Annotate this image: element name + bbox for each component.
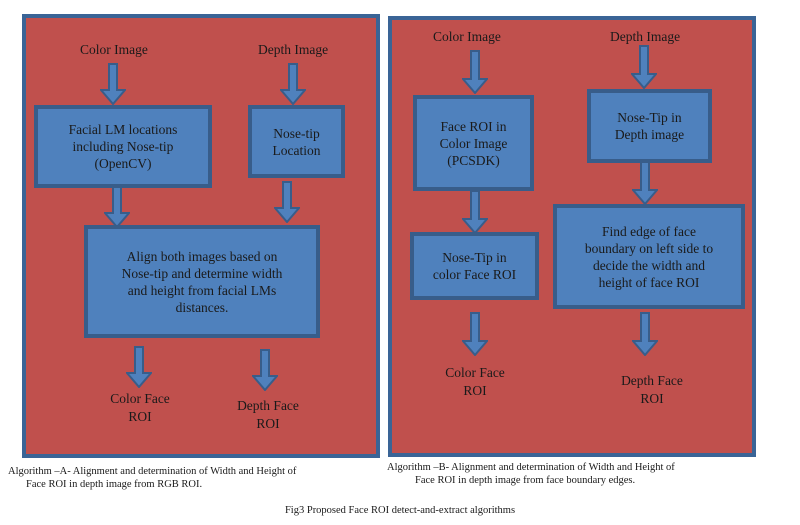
- arrow-down-icon: [462, 312, 488, 356]
- arrow-down-icon: [280, 63, 306, 105]
- arrow-down-icon: [632, 161, 658, 205]
- caption-algorithm-a: Algorithm –A- Alignment and determinatio…: [8, 466, 297, 490]
- arrow-down-icon: [100, 63, 126, 105]
- arrow-down-icon: [631, 45, 657, 89]
- arrow-down-icon: [104, 186, 130, 228]
- input-color-image-a: Color Image: [80, 42, 148, 57]
- arrow-down-icon: [252, 349, 278, 391]
- arrow-down-icon: [462, 190, 488, 234]
- input-color-image-b: Color Image: [433, 29, 501, 44]
- arrow-down-icon: [632, 312, 658, 356]
- figure-caption: Fig3 Proposed Face ROI detect-and-extrac…: [284, 505, 516, 516]
- caption-algorithm-b: Algorithm –B- Alignment and determinatio…: [387, 462, 675, 486]
- arrow-down-icon: [462, 50, 488, 94]
- arrow-down-icon: [274, 181, 300, 223]
- input-depth-image-b: Depth Image: [610, 29, 681, 44]
- arrow-down-icon: [126, 346, 152, 388]
- input-depth-image-a: Depth Image: [258, 42, 329, 57]
